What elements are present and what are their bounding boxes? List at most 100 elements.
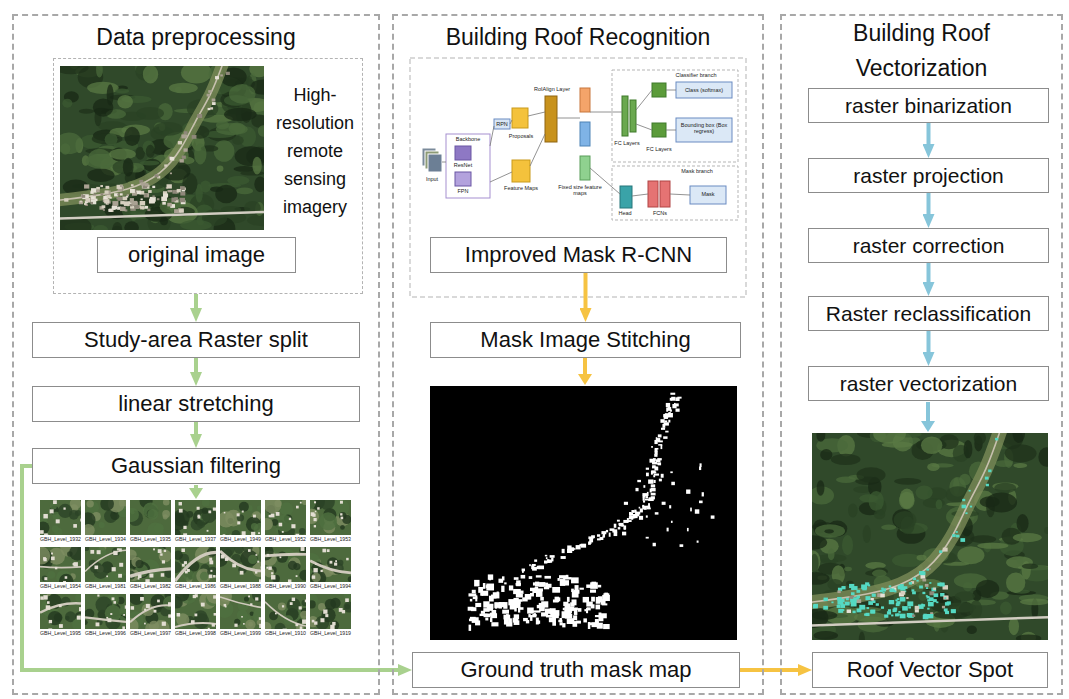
- roof-mask: [657, 440, 662, 442]
- village: [813, 438, 998, 619]
- tree-cover: [248, 555, 257, 564]
- roof-mask: [666, 407, 668, 411]
- house: [155, 174, 159, 177]
- tile-label: GBH_Level_1986: [173, 584, 218, 590]
- roof-mask: [597, 534, 600, 536]
- roof-mask: [647, 506, 650, 509]
- tree-cover: [232, 530, 240, 535]
- tree-cover: [194, 610, 207, 623]
- tile-road: [265, 554, 306, 556]
- fixed-feature-map: [580, 88, 590, 112]
- highway: [60, 212, 264, 219]
- roof-polygon: [882, 588, 886, 591]
- roof-mask: [603, 624, 610, 629]
- tree-cover: [899, 492, 915, 509]
- tree-cover: [872, 570, 887, 577]
- roof-mask: [570, 607, 573, 612]
- roof-polygon: [943, 595, 948, 599]
- tree-cover: [247, 214, 264, 226]
- tree-cover: [154, 523, 164, 533]
- roof-polygon: [926, 569, 929, 571]
- tree-cover: [299, 528, 305, 534]
- roof-mask: [573, 590, 579, 594]
- roof-mask: [534, 559, 537, 561]
- box-label: Mask Image Stitching: [480, 327, 690, 353]
- house: [47, 601, 50, 604]
- tree-cover: [107, 84, 114, 105]
- tree-cover: [229, 123, 246, 135]
- resnet-block: [455, 146, 471, 160]
- tree-cover: [240, 550, 257, 567]
- roof-mask: [562, 623, 565, 627]
- tree-cover: [863, 525, 871, 543]
- roof-polygon: [849, 584, 854, 588]
- roof-mask: [501, 586, 504, 592]
- house: [131, 184, 134, 186]
- network-label: Bounding box (Box regress): [676, 122, 732, 134]
- roof-mask: [545, 555, 547, 557]
- roof-mask: [470, 599, 472, 602]
- roof-polygon: [839, 600, 843, 603]
- house: [311, 512, 315, 516]
- house: [314, 518, 317, 521]
- roof-mask: [675, 397, 679, 401]
- tree-cover: [814, 631, 839, 640]
- roof-mask: [671, 397, 675, 401]
- tree-cover: [812, 554, 819, 573]
- roof-mask: [491, 622, 498, 626]
- tree-cover: [325, 599, 336, 610]
- roof-mask: [639, 516, 643, 520]
- tree-cover: [901, 516, 915, 534]
- roof-polygon: [909, 582, 912, 585]
- tree-cover: [154, 122, 183, 136]
- house: [208, 90, 211, 93]
- roof-mask: [529, 576, 533, 579]
- tree-cover: [955, 592, 975, 601]
- tree-cover: [817, 480, 825, 496]
- house: [96, 622, 100, 626]
- tree-cover: [842, 535, 853, 555]
- tree-cover: [986, 493, 1018, 513]
- house: [117, 193, 119, 195]
- house: [213, 575, 216, 578]
- roof-mask: [550, 613, 558, 616]
- roof-mask: [651, 484, 655, 487]
- tree-cover: [1013, 463, 1027, 468]
- roof-mask: [588, 541, 591, 544]
- fcn-block: [660, 181, 670, 207]
- house: [97, 594, 99, 596]
- tree-cover: [869, 491, 884, 511]
- roof-polygon: [962, 505, 967, 509]
- roof-polygon: [902, 606, 908, 611]
- house: [40, 596, 43, 599]
- roof-polygon: [934, 593, 939, 597]
- roof-polygon: [929, 582, 931, 584]
- roof-mask: [578, 608, 582, 612]
- house: [242, 531, 246, 535]
- tree-cover: [812, 550, 820, 571]
- roof-mask: [610, 528, 615, 531]
- highway: [812, 617, 1048, 625]
- roof-polygon: [960, 538, 965, 542]
- house: [212, 99, 216, 102]
- tree-cover: [1006, 573, 1025, 593]
- tree-cover: [114, 572, 126, 582]
- stage-panel: original imageHigh-resolution remote sen…: [12, 14, 380, 695]
- tree-cover: [169, 83, 198, 93]
- house: [174, 209, 179, 213]
- box-label: Roof Vector Spot: [847, 657, 1013, 683]
- roof-mask: [652, 462, 657, 465]
- tree-cover: [265, 547, 274, 561]
- roof-mask: [527, 608, 534, 614]
- roof-mask: [598, 596, 603, 602]
- roof-mask: [651, 493, 656, 496]
- house: [149, 574, 153, 578]
- house: [317, 507, 319, 509]
- panel-title: Building Roof Recognition: [394, 16, 762, 52]
- house: [253, 515, 256, 518]
- valley: [812, 433, 1001, 603]
- house: [167, 190, 170, 192]
- house: [164, 164, 167, 166]
- house: [255, 597, 258, 600]
- roof-mask: [654, 480, 656, 483]
